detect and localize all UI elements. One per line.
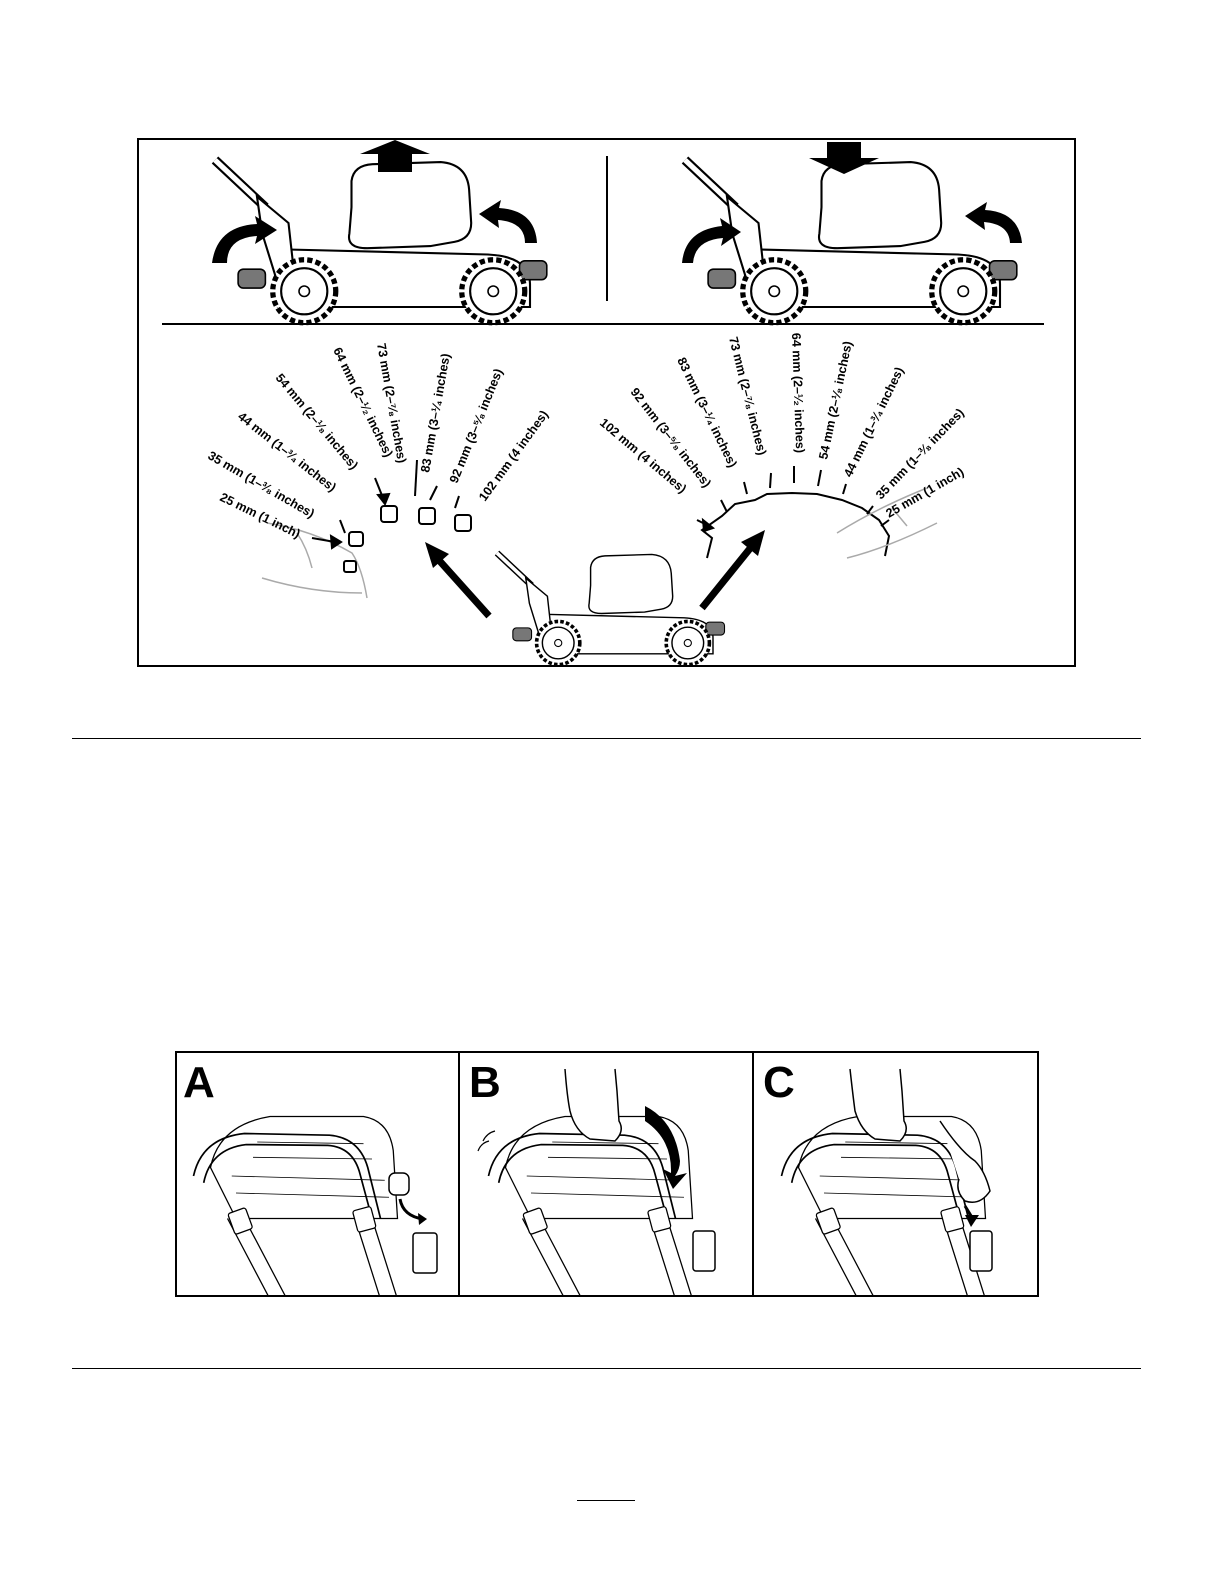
knob-icon: [388, 1172, 410, 1196]
panel-b: B: [469, 1058, 716, 1301]
hand-illustration: [564, 1068, 622, 1142]
height-label-right-5: 64 mm (2–¹⁄₂ inches): [789, 333, 807, 454]
panel-c-letter: C: [763, 1058, 795, 1107]
figure-cutting-height-svg: 25 mm (1 inch) 35 mm (1–³⁄₈ inches) 44 m…: [137, 138, 1076, 667]
height-label-left-9: 102 mm (4 inches): [476, 408, 551, 504]
curved-arrow-icon: [965, 202, 1022, 243]
hand-illustration: [939, 1120, 991, 1203]
curved-arrow-icon: [479, 200, 537, 243]
section-divider-bottom: [72, 1368, 1141, 1369]
panel-a-letter: A: [183, 1058, 215, 1107]
panel-c: C: [763, 1058, 993, 1301]
figure-handle-adjust: A B C: [175, 1051, 1039, 1301]
height-label-right-7: 44 mm (1–³⁄₄ inches): [841, 365, 906, 480]
panel-b-letter: B: [469, 1058, 501, 1107]
mower-illustration-lower: [682, 142, 1022, 323]
panel-a: A: [183, 1058, 438, 1301]
footer-rule: [577, 1500, 635, 1501]
mower-illustration-raise: [212, 140, 547, 323]
height-notches-left: [343, 505, 472, 573]
curved-arrow-icon: [212, 216, 277, 263]
height-label-left-7: 83 mm (3–¹⁄₄ inches): [418, 352, 453, 473]
figure-handle-adjust-svg: A B C: [175, 1051, 1039, 1301]
height-label-arrows: [311, 459, 890, 550]
height-label-right-6: 54 mm (2–¹⁄₈ inches): [816, 340, 855, 461]
height-label-right-1: 102 mm (4 inches): [597, 416, 689, 496]
curved-arrow-icon: [645, 1106, 687, 1189]
hand-illustration: [849, 1068, 907, 1142]
arrow-down-icon: [809, 142, 879, 174]
height-label-right-4: 73 mm (2–⁷⁄₈ inches): [726, 335, 769, 456]
height-labels-left: 25 mm (1 inch) 35 mm (1–³⁄₈ inches) 44 m…: [206, 342, 552, 541]
curved-arrow-icon: [682, 218, 741, 263]
arrow-icon: [741, 530, 765, 556]
arrow-up-icon: [360, 140, 430, 172]
figure-cutting-height: 25 mm (1 inch) 35 mm (1–³⁄₈ inches) 44 m…: [137, 138, 1076, 667]
arrow-icon: [425, 542, 449, 568]
hand-illustration: [261, 522, 368, 599]
section-divider: [72, 738, 1141, 739]
arrow-down-icon: [965, 1215, 979, 1227]
mower-illustration-center: [425, 530, 765, 665]
